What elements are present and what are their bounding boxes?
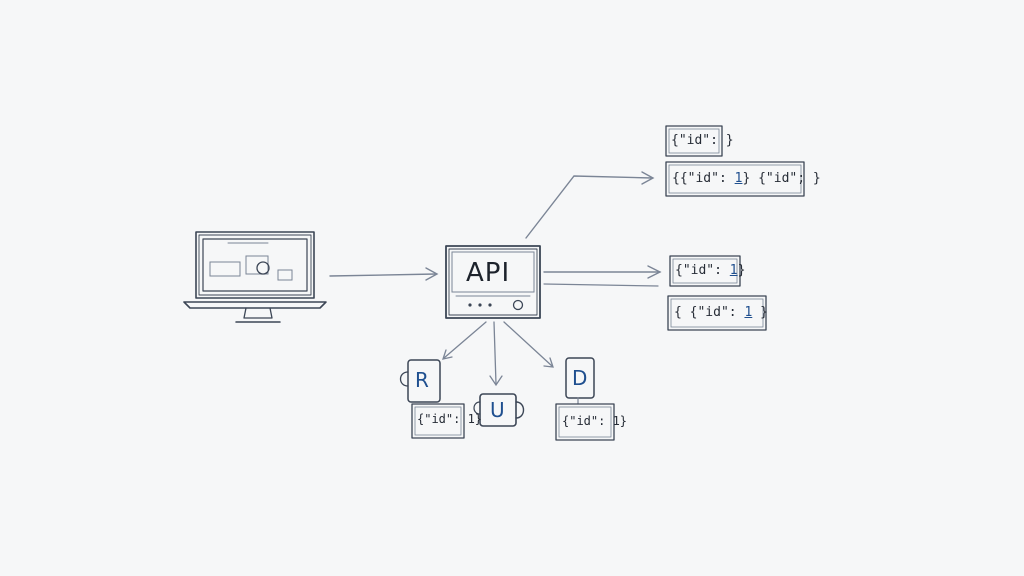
crud-delete-payload: {"id": 1} [562,414,628,428]
response-box-frame [668,128,720,154]
arrow-api-to-top-responses [525,171,655,239]
response-json-prefix: {"id": [675,263,730,278]
response-json: {"id": 1} [675,263,745,278]
update-mug-icon [473,393,525,427]
response-json-prefix: {{"id": [672,171,735,186]
crud-read-letter: R [415,368,429,392]
power-button-icon [512,299,524,311]
response-box-frame [667,295,767,331]
response-json: { {"id": 1 } [674,305,768,320]
arrow-api-to-middle-responses [543,265,662,287]
response-json-suffix: } [752,305,768,320]
response-box-frame [672,258,738,284]
response-id-value: 1 [744,305,753,320]
response-id-value: 1 [729,263,738,278]
api-server-box [445,245,541,319]
response-box-frame [665,161,805,197]
arrows-api-to-crud [442,321,554,387]
response-box-frame [669,255,741,287]
status-dot-icon [468,303,472,307]
crud-update-letter: U [490,398,505,422]
response-box-frame [668,164,802,194]
response-json-suffix: } {"id"; } [742,171,821,186]
crud-read-payload: {"id": 1} [417,412,483,426]
laptop-icon [183,231,327,323]
delete-device-icon [555,357,615,441]
status-dot-icon [488,303,492,307]
response-json-suffix: } [737,263,746,278]
response-json: {"id": } [671,133,734,148]
arrow-laptop-to-api [329,267,439,281]
response-box-frame [670,298,764,328]
read-device-icon [399,359,465,439]
status-dot-icon [478,303,482,307]
crud-delete-letter: D [572,366,588,390]
response-json-prefix: { {"id": [674,305,745,320]
api-label: API [466,258,511,288]
response-box-frame [665,125,723,157]
response-json: {{"id": 1} {"id"; } [672,171,821,186]
response-id-value: 1 [734,171,743,186]
